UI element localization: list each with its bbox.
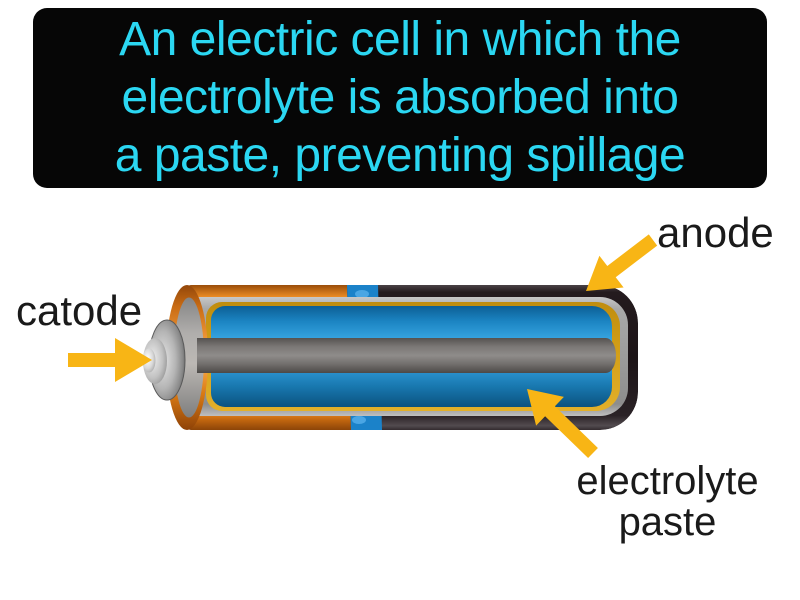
label-cathode: catode [16, 287, 143, 334]
carbon-rod [197, 338, 616, 373]
definition-line-2: electrolyte is absorbed into [121, 71, 679, 124]
anode-arrow-icon [586, 234, 658, 291]
label-electrolyte-line1: electrolyte [576, 459, 759, 503]
electrolyte-arrow-icon [527, 389, 598, 458]
cap-inner-face [174, 297, 204, 418]
cathode-arrow-icon [68, 338, 152, 382]
definition-box: An electric cell in which the electrolyt… [33, 8, 767, 188]
definition-line-1: An electric cell in which the [119, 13, 681, 66]
label-anode: anode [657, 209, 774, 256]
wrapper-blue-highlight-top [355, 290, 369, 298]
label-electrolyte-paste: electrolyte paste [545, 461, 790, 543]
label-electrolyte-line2: paste [618, 500, 717, 544]
wrapper-blue-highlight-bottom [352, 416, 366, 424]
definition-line-3: a paste, preventing spillage [114, 129, 686, 182]
